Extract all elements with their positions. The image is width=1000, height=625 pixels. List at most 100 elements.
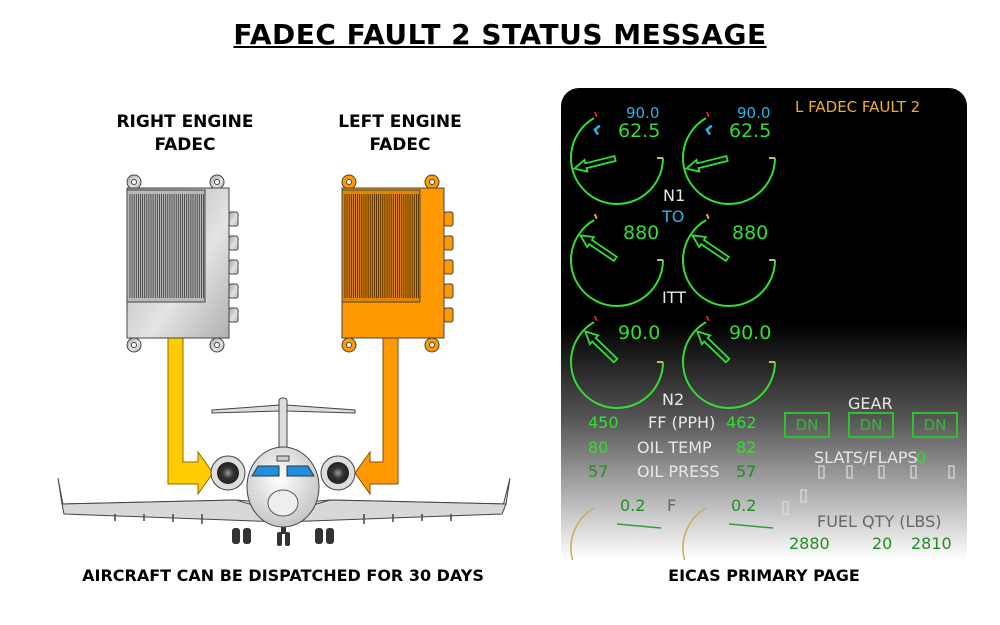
mounting-hole <box>131 342 137 348</box>
mounting-hole <box>214 179 220 185</box>
connector <box>443 235 454 251</box>
ff-right: 462 <box>726 413 757 432</box>
mounting-hole <box>131 179 137 185</box>
gauge-needle <box>578 234 618 263</box>
vib-needle <box>728 523 774 529</box>
nose-radome <box>267 489 299 517</box>
redline-tick <box>593 315 598 322</box>
mounting-hole <box>429 342 435 348</box>
connector <box>443 211 454 227</box>
mounting-hole <box>214 342 220 348</box>
gauge-needle <box>690 234 730 263</box>
label-line: LEFT ENGINE <box>338 112 462 132</box>
mounting-hole <box>429 179 435 185</box>
ff-left: 450 <box>588 413 619 432</box>
itt-right-value: 880 <box>732 222 769 244</box>
itt-label: ITT <box>662 288 686 307</box>
fuel-qty-label: FUEL QTY (LBS) <box>817 512 942 531</box>
slat-flap-marker <box>878 465 885 479</box>
n2-label: N2 <box>662 390 685 409</box>
n1-right-value: 62.5 <box>729 120 772 142</box>
oil-press-left: 57 <box>588 462 609 481</box>
gauge-needle <box>684 154 729 173</box>
gear-label: GEAR <box>848 394 893 413</box>
fuel-left: 2880 <box>789 534 830 553</box>
left-engine-fadec-unit <box>341 174 454 353</box>
vib-right: 0.2 <box>731 496 757 515</box>
cas-message: L FADEC FAULT 2 <box>795 98 921 116</box>
fuel-right: 2810 <box>911 534 952 553</box>
n2-right-value: 90.0 <box>729 322 772 344</box>
n1-left-value: 62.5 <box>618 120 661 142</box>
ff-label: FF (PPH) <box>648 413 716 432</box>
right-fadec-arrow <box>167 337 214 496</box>
slat-flap-marker <box>948 465 955 479</box>
gauge-arc <box>570 321 664 409</box>
eicas-caption: EICAS PRIMARY PAGE <box>668 566 860 585</box>
redline-tick <box>705 111 710 118</box>
target-bug <box>705 124 713 136</box>
oil-temp-label: OIL TEMP <box>637 438 712 457</box>
slats-flaps-label: SLATS/FLAPS <box>814 448 918 467</box>
oil-press-right: 57 <box>736 462 757 481</box>
aircraft-front-view <box>57 397 511 546</box>
vib-needle <box>616 523 662 529</box>
slats-flaps-value: 0 <box>916 448 927 467</box>
slat-flap-marker <box>800 489 807 503</box>
itt-left-value: 880 <box>623 222 660 244</box>
n2-left-value: 90.0 <box>618 322 661 344</box>
flap-track-fairings <box>114 514 452 524</box>
slat-flap-marker <box>782 501 789 515</box>
oil-temp-right: 82 <box>736 438 757 457</box>
cockpit-windows <box>251 465 315 477</box>
gear-left-indicator: DN <box>784 412 830 438</box>
connector <box>228 283 239 299</box>
left-engine-fan <box>327 462 349 484</box>
left-engine-fadec-label: LEFT ENGINE FADEC <box>310 111 490 157</box>
connector <box>228 235 239 251</box>
right-engine-fan <box>217 462 239 484</box>
aircraft-dispatch-caption: AIRCRAFT CAN BE DISPATCHED FOR 30 DAYS <box>82 566 484 585</box>
gauge-arc <box>682 219 776 307</box>
connector <box>443 283 454 299</box>
page-title: FADEC FAULT 2 STATUS MESSAGE <box>233 18 767 51</box>
gauge-needle <box>572 154 617 173</box>
vib-left: 0.2 <box>620 496 646 515</box>
aircraft-fadec-diagram <box>57 174 511 546</box>
gauge-needle <box>583 330 619 364</box>
connector <box>443 307 454 323</box>
eicas-primary-display: L FADEC FAULT 2 90.0 90.0 62.5 62.5 N1 T… <box>561 88 967 560</box>
vib-gauge-arc <box>570 507 595 560</box>
gear-right-indicator: DN <box>912 412 958 438</box>
thrust-mode: TO <box>662 207 685 226</box>
right-engine-fadec-unit <box>126 174 239 353</box>
slat-flap-marker <box>818 465 825 479</box>
landing-gear <box>232 520 334 546</box>
n1-target-right: 90.0 <box>737 104 771 122</box>
fuel-center: 20 <box>872 534 893 553</box>
redline-tick <box>705 213 710 220</box>
slat-flap-marker <box>910 465 917 479</box>
gauge-needle <box>695 330 731 364</box>
n1-label: N1 <box>663 186 686 205</box>
n1-target-left: 90.0 <box>626 104 660 122</box>
right-engine-fadec-label: RIGHT ENGINE FADEC <box>95 111 275 157</box>
connector <box>228 211 239 227</box>
label-line: RIGHT ENGINE <box>116 112 254 132</box>
oil-temp-left: 80 <box>588 438 609 457</box>
gauge-arc <box>682 117 776 205</box>
target-bug <box>593 124 601 136</box>
redline-tick <box>705 315 710 322</box>
mounting-hole <box>346 179 352 185</box>
label-line: FADEC <box>369 135 431 155</box>
vib-gauge-arc <box>682 507 707 560</box>
left-fadec-arrow <box>354 337 399 496</box>
connector <box>228 259 239 275</box>
connector <box>228 307 239 323</box>
vib-label: F <box>667 496 677 515</box>
redline-tick <box>593 213 598 220</box>
apu-inlet <box>276 455 290 462</box>
gauge-arc <box>570 219 664 307</box>
oil-press-label: OIL PRESS <box>637 462 720 481</box>
engine-gauges <box>570 111 955 560</box>
